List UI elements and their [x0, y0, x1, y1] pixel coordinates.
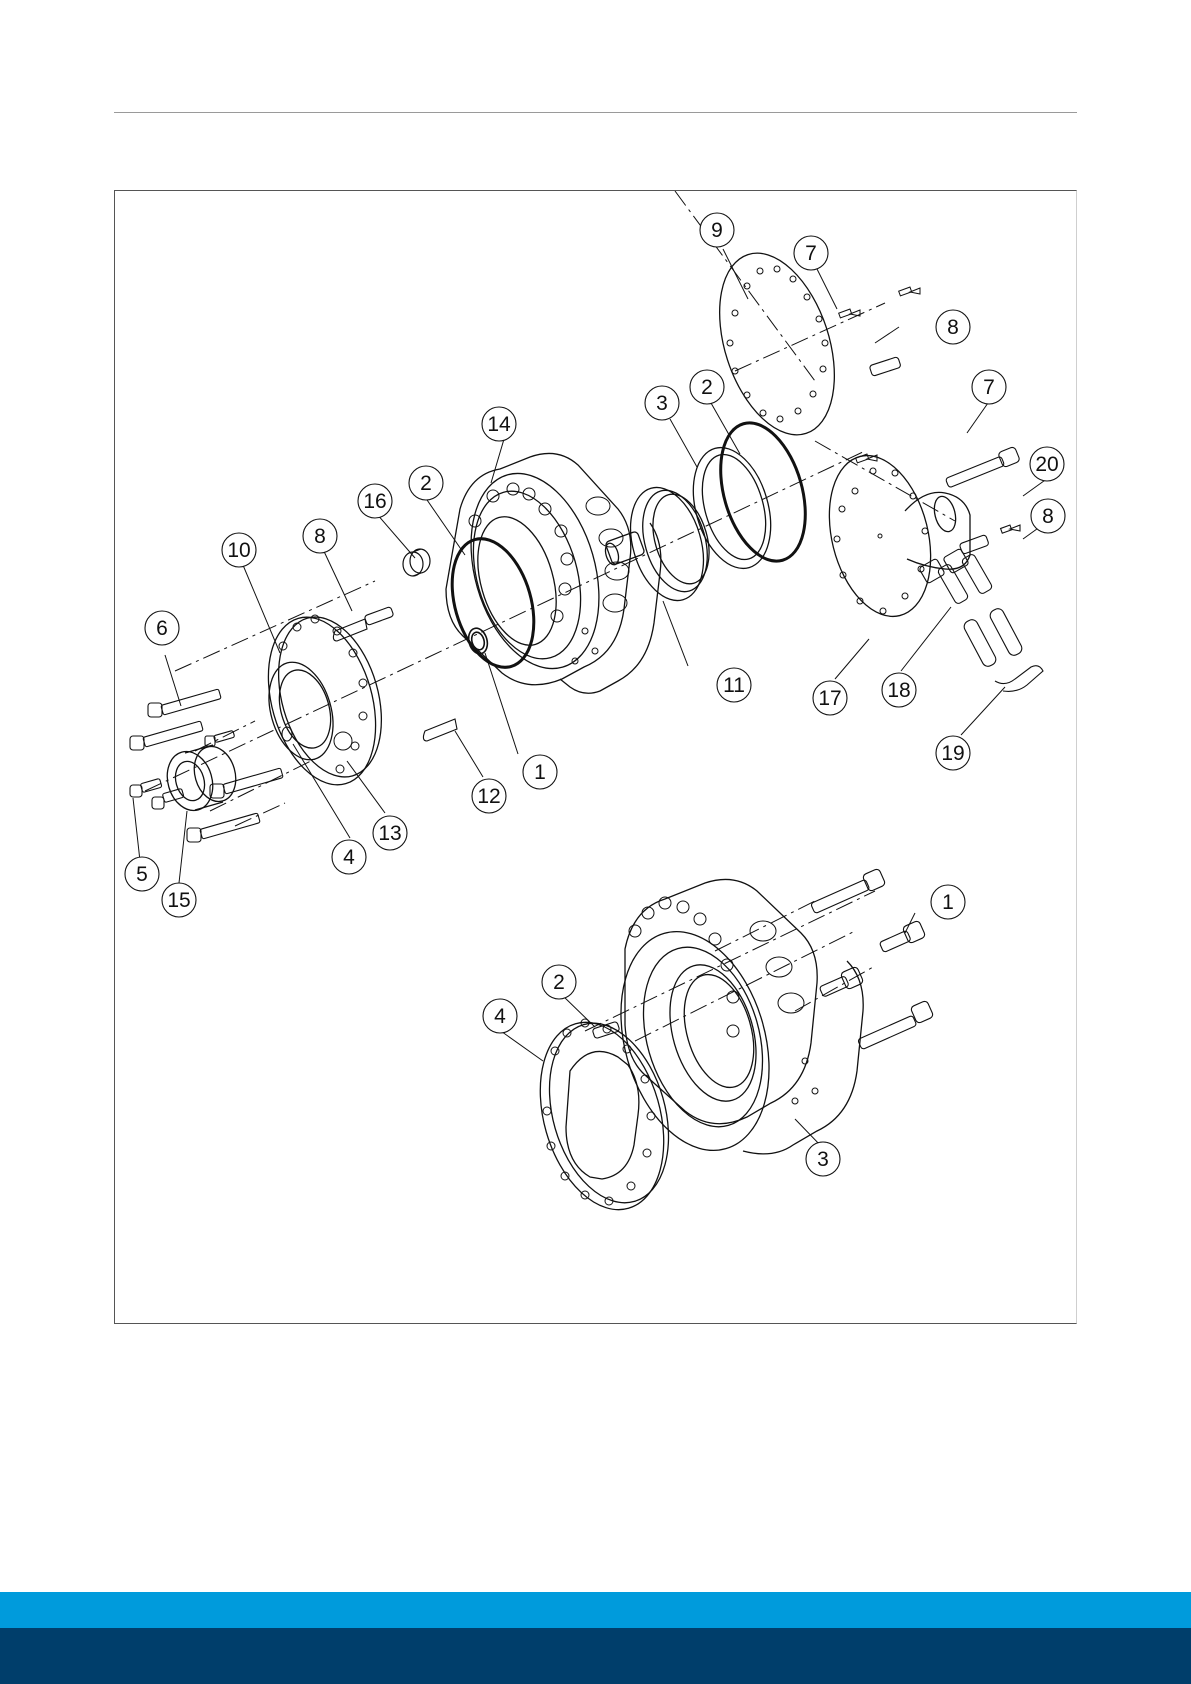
main-housing-14 — [446, 453, 661, 693]
long-bolt-20 — [945, 446, 1020, 488]
callout-8-top: 8 — [936, 310, 970, 344]
callout-15: 15 — [162, 883, 196, 917]
callout-20: 20 — [1030, 447, 1064, 481]
dowel-pin-right — [959, 525, 1020, 554]
svg-text:1: 1 — [534, 761, 546, 784]
footer-band-light — [0, 1592, 1191, 1628]
callout-17: 17 — [813, 681, 847, 715]
o-ring-2-center — [438, 529, 547, 677]
exploded-drawing: 9 7 8 2 3 7 20 8 14 16 2 10 8 6 11 17 18… — [115, 191, 1078, 1325]
svg-text:1: 1 — [942, 891, 954, 914]
callout-3-lower: 3 — [806, 1142, 840, 1176]
callout-2-top: 2 — [690, 370, 724, 404]
svg-text:18: 18 — [887, 679, 910, 702]
svg-text:3: 3 — [817, 1148, 829, 1171]
callout-4-lower: 4 — [483, 999, 517, 1033]
footer-band-dark — [0, 1628, 1191, 1684]
taper-pins — [333, 607, 457, 741]
svg-text:3: 3 — [656, 392, 668, 415]
front-flange-10 — [250, 605, 399, 798]
svg-text:13: 13 — [378, 822, 401, 845]
callout-18: 18 — [882, 673, 916, 707]
svg-text:11: 11 — [723, 674, 745, 697]
plug-16 — [403, 549, 430, 576]
callout-12: 12 — [472, 779, 506, 813]
bushing-15 — [161, 742, 242, 816]
callout-4-upper: 4 — [332, 840, 366, 874]
connectors-18 — [919, 548, 993, 605]
callout-19: 19 — [936, 736, 970, 770]
svg-text:10: 10 — [227, 539, 250, 562]
svg-text:6: 6 — [156, 617, 168, 640]
svg-text:2: 2 — [420, 472, 432, 495]
connector-flange — [814, 445, 970, 627]
callout-2-lower: 2 — [542, 965, 576, 999]
svg-text:7: 7 — [805, 242, 817, 265]
callout-1-lower: 1 — [931, 885, 965, 919]
svg-text:8: 8 — [947, 316, 959, 339]
callout-16: 16 — [358, 484, 392, 518]
dowel-pin-upper — [869, 357, 901, 377]
lower-bolts-1 — [811, 868, 934, 1050]
svg-text:2: 2 — [553, 971, 565, 994]
svg-text:16: 16 — [363, 490, 386, 513]
callout-5: 5 — [125, 857, 159, 891]
callout-10: 10 — [222, 533, 256, 567]
svg-text:9: 9 — [711, 219, 723, 242]
end-cover-plate — [698, 239, 855, 450]
callout-2-center: 2 — [409, 466, 443, 500]
ring-3 — [680, 438, 783, 577]
callout-6: 6 — [145, 611, 179, 645]
callout-11: 11 — [717, 668, 751, 702]
svg-text:5: 5 — [136, 863, 148, 886]
svg-text:4: 4 — [494, 1005, 506, 1028]
callout-7-top: 7 — [794, 236, 828, 270]
callout-1-upper: 1 — [523, 755, 557, 789]
svg-text:4: 4 — [343, 846, 355, 869]
header-rule — [114, 112, 1077, 113]
svg-text:19: 19 — [941, 742, 964, 765]
callout-9: 9 — [700, 213, 734, 247]
svg-text:7: 7 — [983, 376, 995, 399]
svg-text:15: 15 — [167, 889, 190, 912]
exploded-view-figure: 9 7 8 2 3 7 20 8 14 16 2 10 8 6 11 17 18… — [114, 190, 1077, 1324]
svg-text:17: 17 — [818, 687, 841, 710]
callout-7-right: 7 — [972, 370, 1006, 404]
callout-3-top: 3 — [645, 386, 679, 420]
lower-flange-4 — [520, 1008, 688, 1225]
center-axis — [145, 191, 955, 1041]
svg-text:2: 2 — [701, 376, 713, 399]
callout-8-left: 8 — [303, 519, 337, 553]
callout-13: 13 — [373, 816, 407, 850]
svg-text:8: 8 — [1042, 505, 1054, 528]
callout-8-right: 8 — [1031, 499, 1065, 533]
svg-text:14: 14 — [487, 413, 511, 436]
callout-14: 14 — [482, 407, 516, 441]
cover-screws-upper — [839, 287, 920, 318]
svg-text:12: 12 — [477, 785, 500, 808]
cable-19 — [962, 607, 1043, 692]
svg-text:8: 8 — [314, 525, 326, 548]
svg-text:20: 20 — [1035, 453, 1058, 476]
